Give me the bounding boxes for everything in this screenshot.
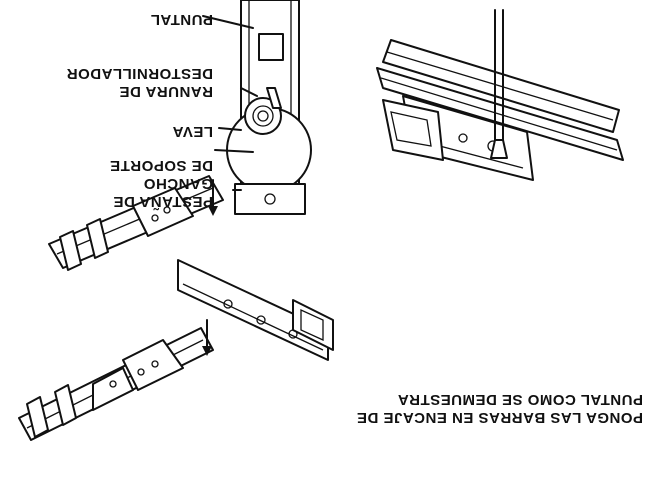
- instruction-line2: PUNTAL COMO SE DEMUESTRA: [397, 391, 643, 408]
- track-with-screwdriver: [376, 9, 624, 181]
- label-lever: LEVA: [172, 123, 213, 140]
- instruction-line1: PONGA LAS BARRAS EN ENCAJE DE: [356, 409, 643, 426]
- label-strut: PUNTAL: [150, 11, 213, 28]
- label-hook-tab-line1: PESTAÑA DE: [112, 193, 213, 210]
- label-hook-tab-line3: DE SOPORTE: [109, 157, 213, 174]
- label-leader-lines: [202, 15, 258, 191]
- label-screwdriver-slot-line1: RANURA DE: [119, 83, 213, 100]
- label-screwdriver-slot-line2: DESTORNILLADOR: [66, 65, 213, 82]
- slide-rail-assembly-top: [18, 175, 334, 441]
- strut-lever-closeup: [226, 0, 312, 215]
- label-hook-tab-line2: GANCHO: [143, 175, 213, 192]
